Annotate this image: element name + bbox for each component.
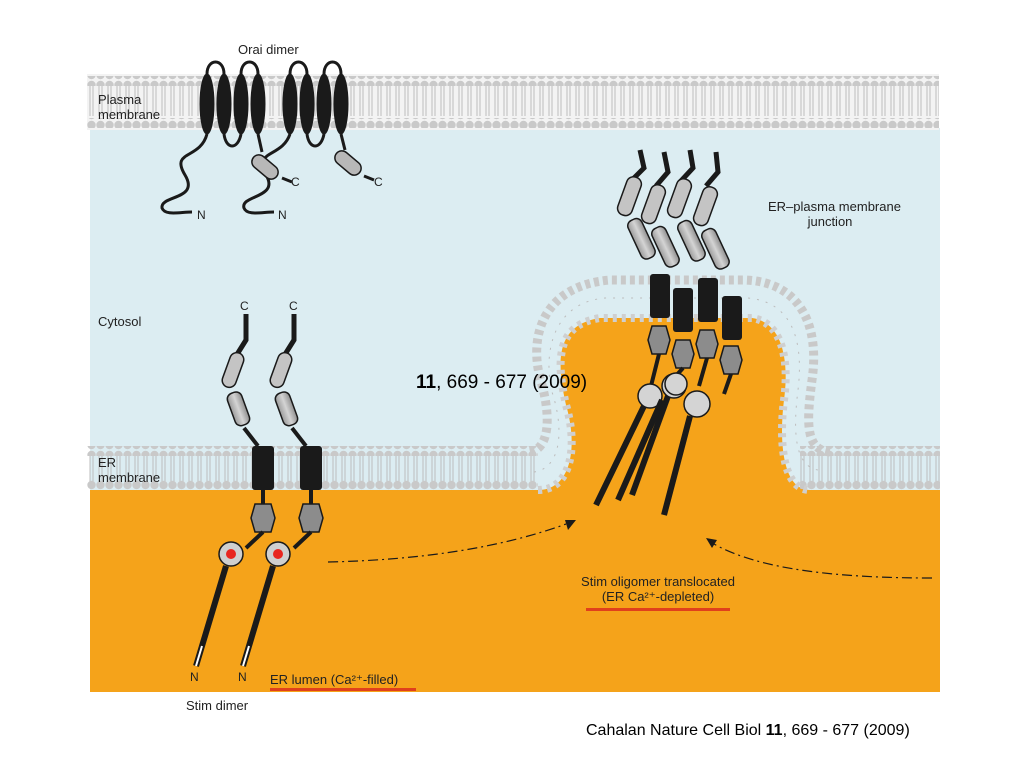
label-er-pm-junction: ER–plasma membrane junction — [768, 199, 901, 229]
label-er-lumen: ER lumen (Ca²⁺-filled) — [270, 672, 399, 687]
stim-oligomer — [593, 149, 743, 516]
er-membrane-right — [800, 446, 940, 490]
label-er-membrane-line2: membrane — [98, 470, 161, 485]
overlay-citation-volume: 11 — [416, 372, 437, 393]
label-cytosol: Cytosol — [98, 314, 142, 329]
plasma-membrane — [87, 74, 939, 130]
stim-c-terminus-1: C — [240, 299, 249, 313]
stim-oligomer-underline — [586, 608, 730, 611]
orai-dimer — [160, 60, 375, 215]
label-er-pm-junction-line1: ER–plasma membrane — [768, 199, 901, 214]
citation-volume: 11 — [765, 722, 783, 739]
label-plasma-membrane-line1: Plasma — [98, 92, 142, 107]
arrowhead-left — [565, 520, 576, 530]
er-membrane-bulge — [537, 314, 811, 494]
citation: Cahalan Nature Cell Biol 11, 669 - 677 (… — [586, 722, 910, 740]
stim-oligomer-unit-3 — [661, 149, 719, 516]
citation-pages: , 669 - 677 (2009) — [782, 722, 910, 739]
label-plasma-membrane: Plasma membrane — [98, 92, 160, 122]
stim-molecule-left — [193, 314, 276, 667]
label-stim-oligomer-line1: Stim oligomer translocated — [581, 574, 735, 589]
label-er-membrane-line1: ER — [98, 455, 117, 470]
label-stim-oligomer: Stim oligomer translocated (ER Ca²⁺-depl… — [560, 574, 756, 604]
label-stim-oligomer-line2: (ER Ca²⁺-depleted) — [601, 589, 715, 604]
stim-oligomer-unit-1 — [593, 149, 671, 507]
label-er-pm-junction-line2: junction — [807, 214, 853, 229]
label-er-membrane: ER membrane — [98, 455, 160, 485]
orai-n-terminus-2: N — [278, 208, 287, 222]
overlay-citation: 11, 669 - 677 (2009) — [416, 372, 587, 394]
overlay-citation-pages: , 669 - 677 (2009) — [436, 372, 588, 393]
stim-c-terminus-2: C — [289, 299, 298, 313]
citation-prefix: Cahalan Nature Cell Biol — [586, 722, 766, 739]
stim-n-terminus-1: N — [190, 670, 199, 684]
orai-c-terminus-2: C — [374, 175, 383, 189]
label-stim-dimer: Stim dimer — [186, 698, 249, 713]
orai-c-terminus-1: C — [291, 175, 300, 189]
stim-molecule-right — [240, 314, 324, 667]
er-lumen-underline — [270, 688, 416, 691]
translocation-arrow-left — [327, 523, 567, 563]
label-plasma-membrane-line2: membrane — [98, 107, 161, 122]
arrowhead-right — [706, 538, 717, 548]
stim-dimer — [193, 314, 324, 667]
er-lumen-region — [90, 318, 940, 692]
label-orai-dimer: Orai dimer — [238, 42, 299, 57]
stim-oligomer-unit-4 — [615, 151, 743, 502]
stim-n-terminus-2: N — [238, 670, 247, 684]
translocation-arrow-right — [713, 543, 933, 579]
orai-n-terminus-1: N — [197, 208, 206, 222]
